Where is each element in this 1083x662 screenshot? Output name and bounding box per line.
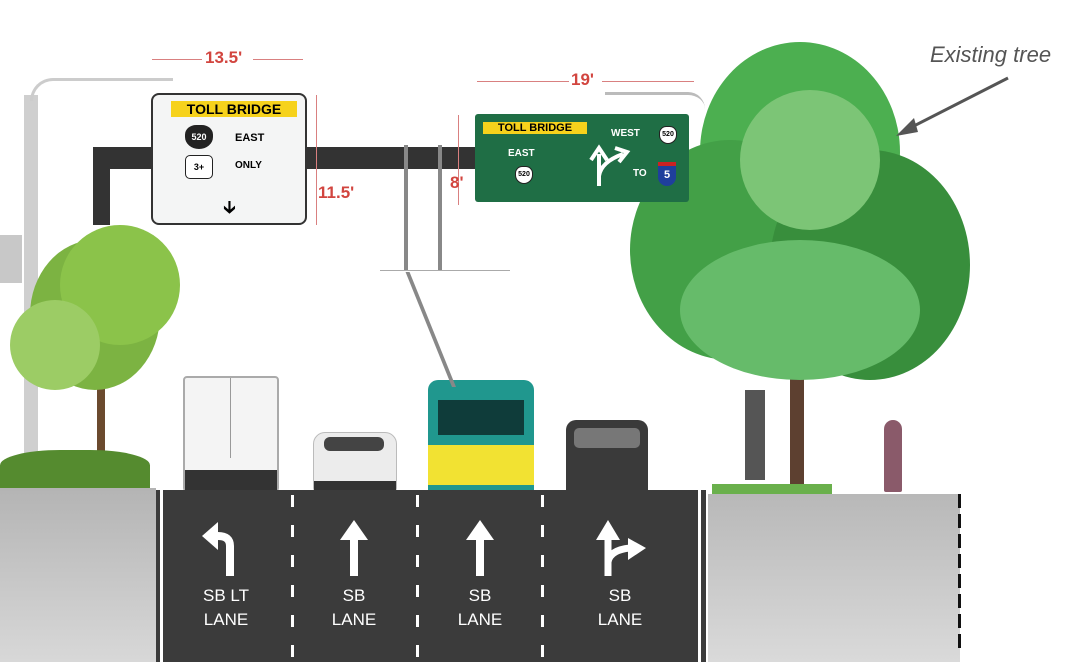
lane-label: SB LANE — [430, 584, 530, 632]
dim-line — [253, 59, 303, 60]
sedan — [313, 432, 397, 492]
lane-label: SB LANE — [304, 584, 404, 632]
trolley-pole-right — [438, 145, 442, 270]
lane-label-line1: SB — [608, 586, 632, 605]
gantry-post — [93, 147, 110, 225]
toll-bridge-sign-right: TOLL BRIDGE EAST 520 WEST 520 TO 5 — [475, 114, 689, 202]
toll-bridge-sign-left: TOLL BRIDGE 520 EAST 3+ ONLY 🡳 — [151, 93, 307, 225]
lane-divider — [416, 495, 419, 662]
lane-label-line2: LANE — [457, 610, 503, 629]
annotation-arrow-icon — [896, 76, 1009, 136]
straight-arrow-icon — [340, 520, 368, 576]
dim-line — [602, 81, 694, 82]
route-shield: 520 — [515, 166, 533, 184]
lane-label-line1: SB — [468, 586, 492, 605]
split-arrow-icon — [589, 144, 631, 186]
dim-sign1-width: 13.5' — [205, 48, 243, 67]
sign-right-direction: WEST — [611, 128, 640, 139]
straight-arrow-icon — [466, 520, 494, 576]
sign-to: TO — [633, 168, 647, 179]
hov-car-icon: 3+ — [185, 155, 213, 179]
property-line — [958, 494, 961, 654]
lane-label: SB LANE — [570, 584, 670, 632]
down-arrow-icon: 🡳 — [223, 197, 236, 217]
route-shield: 520 — [659, 126, 677, 144]
lane-label-line1: SB — [342, 586, 366, 605]
box-truck — [183, 376, 279, 492]
dim-sign2-width: 19' — [571, 70, 594, 89]
dim-sign1-clearance: 11.5' — [318, 183, 355, 202]
lane-label-line2: LANE — [597, 610, 643, 629]
lane-label-line1: SB LT — [203, 586, 249, 605]
grass-strip — [712, 484, 832, 494]
route-shield: 520 — [185, 125, 213, 149]
right-sidewalk — [708, 494, 960, 662]
toll-header: TOLL BRIDGE — [483, 122, 587, 134]
trolley-pole-left — [404, 145, 408, 270]
sign-direction: EAST — [235, 132, 265, 144]
interstate-shield: 5 — [658, 162, 676, 186]
right-light-arm — [605, 92, 705, 109]
left-sidewalk — [0, 488, 156, 662]
dim-line — [477, 81, 569, 82]
curb-line-left — [160, 490, 163, 662]
dim-sign2-height: 8' — [450, 173, 464, 192]
sign-restriction: ONLY — [235, 160, 262, 171]
existing-tree-label: Existing tree — [930, 42, 1052, 67]
dim-line — [316, 95, 317, 225]
roadway — [156, 490, 706, 662]
straight-right-arrow-icon — [596, 520, 646, 576]
trolley-poles — [405, 272, 456, 387]
dim-line — [458, 115, 459, 205]
sign-left-direction: EAST — [508, 148, 535, 159]
left-turn-arrow-icon — [202, 522, 234, 576]
curb-line-right — [698, 490, 701, 662]
light-pole — [24, 95, 38, 485]
lane-label-line2: LANE — [203, 610, 249, 629]
lane-divider — [291, 495, 294, 662]
lane-label-line2: LANE — [331, 610, 377, 629]
suv — [566, 420, 648, 495]
pedestrian — [884, 420, 902, 492]
lane-divider — [541, 495, 544, 662]
toll-header: TOLL BRIDGE — [171, 101, 297, 117]
trolley-wire — [380, 270, 510, 271]
dim-line — [152, 59, 202, 60]
trolley-bus — [428, 380, 534, 495]
lane-label: SB LT LANE — [176, 584, 276, 632]
signal-box — [0, 235, 22, 283]
